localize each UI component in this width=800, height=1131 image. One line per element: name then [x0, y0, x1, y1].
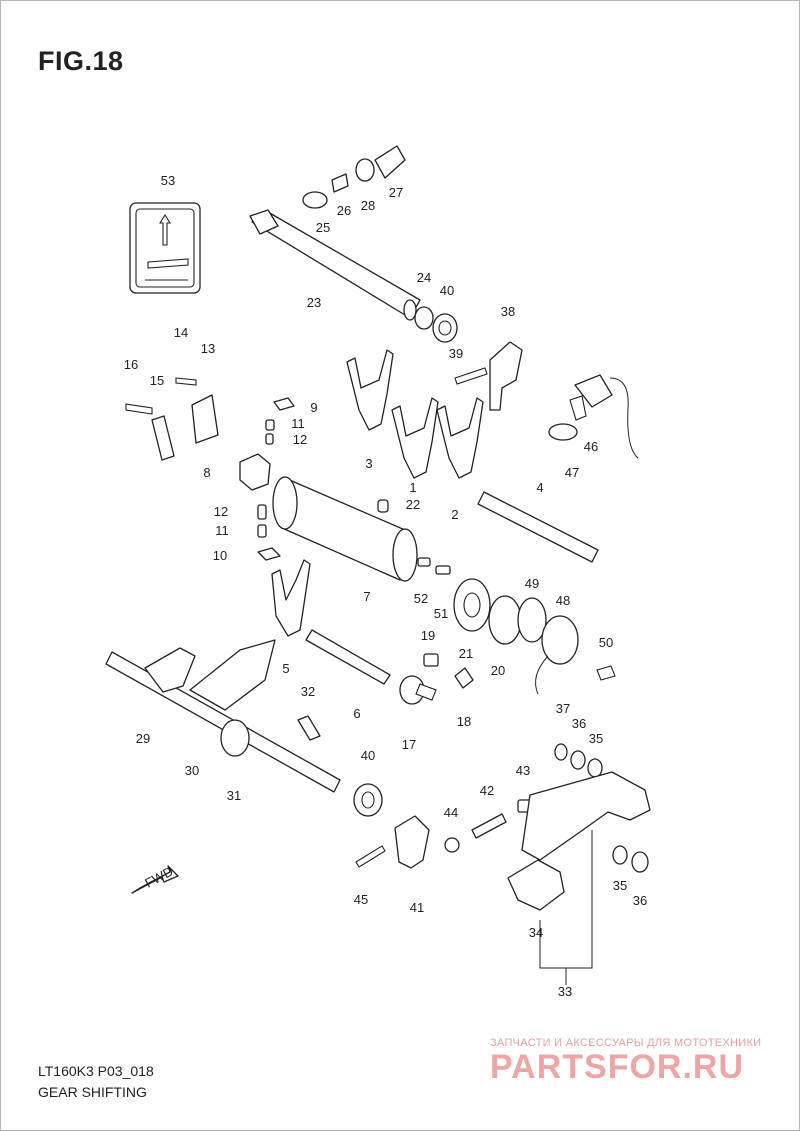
callout-31: 31 — [227, 788, 241, 803]
callout-44: 44 — [444, 805, 458, 820]
callout-8: 8 — [203, 465, 210, 480]
callout-35: 35 — [589, 731, 603, 746]
stopper-plate-part — [454, 341, 523, 411]
pedal-link-parts — [355, 799, 533, 869]
bearing-lower-part — [353, 783, 383, 817]
callout-26: 26 — [337, 203, 351, 218]
callout-7: 7 — [363, 589, 370, 604]
callout-28: 28 — [361, 198, 375, 213]
callout-42: 42 — [480, 783, 494, 798]
callout-45: 45 — [354, 892, 368, 907]
callout-36: 36 — [572, 716, 586, 731]
cam-plate-part — [453, 578, 491, 632]
callout-46: 46 — [584, 439, 598, 454]
callout-10: 10 — [213, 548, 227, 563]
svg-text:FWD: FWD — [142, 864, 175, 891]
callout-53: 53 — [161, 173, 175, 188]
figure-title: FIG.18 — [38, 46, 124, 76]
callout-40: 40 — [361, 748, 375, 763]
pin-part — [377, 499, 389, 513]
callout-25: 25 — [316, 220, 330, 235]
callout-4: 4 — [536, 480, 543, 495]
callout-17: 17 — [402, 737, 416, 752]
callout-21: 21 — [459, 646, 473, 661]
callout-2: 2 — [451, 507, 458, 522]
shaft-end-parts — [302, 145, 406, 209]
callout-11: 11 — [291, 416, 305, 431]
cam-gear-part — [239, 453, 271, 491]
callout-19: 19 — [421, 628, 435, 643]
callout-37: 37 — [556, 701, 570, 716]
pin-spring-parts — [417, 557, 451, 575]
callout-13: 13 — [201, 341, 215, 356]
bolt-32-part — [297, 715, 321, 741]
model-code: LT160K3 P03_018 — [38, 1063, 154, 1079]
callout-38: 38 — [501, 304, 515, 319]
shift-shaft-part — [249, 209, 421, 321]
warning-label-part — [129, 202, 201, 294]
callout-39: 39 — [449, 346, 463, 361]
callout-14: 14 — [174, 325, 188, 340]
callout-35: 35 — [613, 878, 627, 893]
callout-3: 3 — [365, 456, 372, 471]
cam-drum-part — [272, 476, 418, 582]
fork-shaft-part — [477, 491, 599, 563]
callout-34: 34 — [529, 925, 543, 940]
washers-lower-part — [612, 845, 649, 873]
callout-15: 15 — [150, 373, 164, 388]
callout-16: 16 — [124, 357, 138, 372]
shift-forks-part — [346, 349, 484, 479]
fork-shaft-6-part — [305, 629, 391, 685]
seal-bearing-parts — [414, 306, 458, 343]
callout-18: 18 — [457, 714, 471, 729]
watermark-logo: PARTSFOR.RU — [490, 1048, 744, 1086]
callout-32: 32 — [301, 684, 315, 699]
callout-27: 27 — [389, 185, 403, 200]
callout-12: 12 — [293, 432, 307, 447]
callout-9: 9 — [310, 400, 317, 415]
callout-33: 33 — [558, 984, 572, 999]
lever-spring-parts — [399, 653, 474, 705]
callout-36: 36 — [633, 893, 647, 908]
neutral-switch-part — [548, 374, 639, 459]
fwd-arrow-icon: FWD — [131, 864, 179, 894]
callout-52: 52 — [414, 591, 428, 606]
callout-1: 1 — [409, 480, 416, 495]
callout-20: 20 — [491, 663, 505, 678]
gearshift-shaft-part — [105, 639, 341, 793]
callout-41: 41 — [410, 900, 424, 915]
callout-40: 40 — [440, 283, 454, 298]
watermark-subtitle: ЗАПЧАСТИ И АКСЕССУАРЫ ДЛЯ МОТОТЕХНИКИ — [490, 1037, 762, 1049]
callout-49: 49 — [525, 576, 539, 591]
callout-29: 29 — [136, 731, 150, 746]
washers-upper-part — [554, 743, 603, 778]
callout-51: 51 — [434, 606, 448, 621]
callout-22: 22 — [406, 497, 420, 512]
callout-12: 12 — [214, 504, 228, 519]
callout-50: 50 — [599, 635, 613, 650]
stopper-small-parts — [265, 397, 295, 445]
callout-47: 47 — [565, 465, 579, 480]
callout-43: 43 — [516, 763, 530, 778]
callout-5: 5 — [282, 661, 289, 676]
bracket-parts — [125, 377, 219, 461]
gearshift-pedal-part — [507, 771, 651, 911]
shift-fork-5-part — [271, 559, 311, 637]
callout-30: 30 — [185, 763, 199, 778]
callout-24: 24 — [417, 270, 431, 285]
callout-23: 23 — [307, 295, 321, 310]
stopper-small-parts-lower — [257, 504, 281, 561]
section-name: GEAR SHIFTING — [38, 1084, 147, 1100]
callout-6: 6 — [353, 706, 360, 721]
watermark-logo-text: PARTSFOR.RU — [490, 1048, 744, 1086]
callout-48: 48 — [556, 593, 570, 608]
callout-11: 11 — [215, 523, 229, 538]
gear-position-parts — [488, 595, 616, 695]
